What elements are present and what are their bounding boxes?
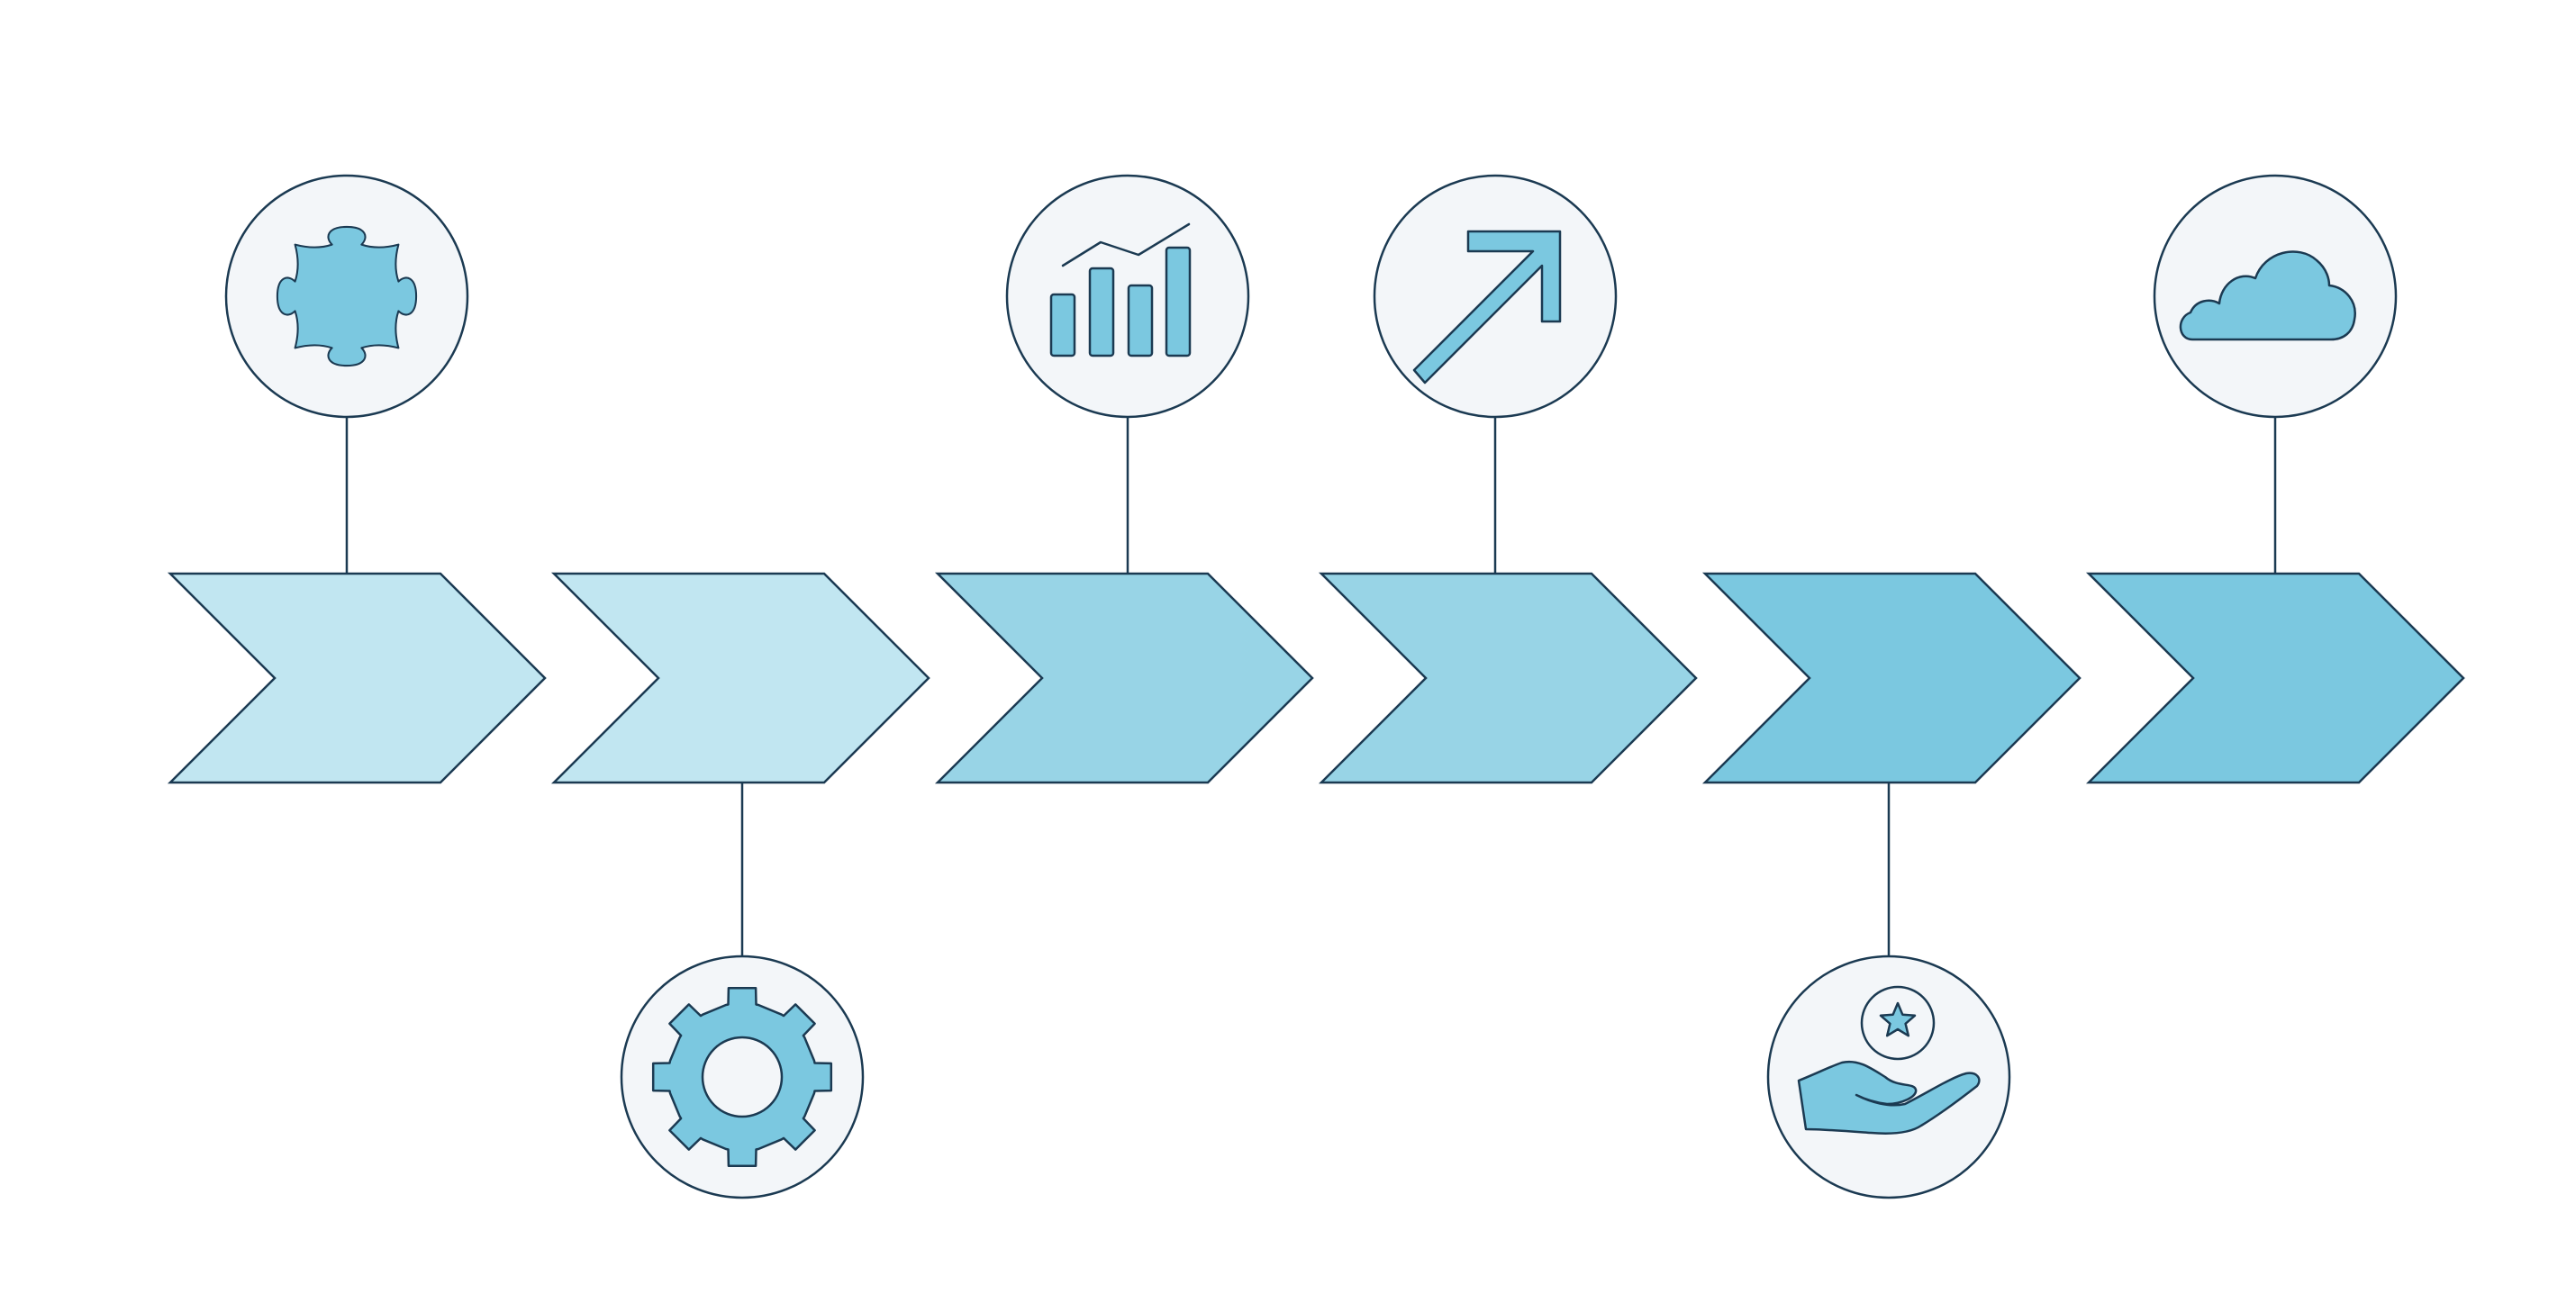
step-1-chevron — [167, 572, 547, 784]
step-2-badge — [620, 955, 865, 1199]
chevron-row — [167, 572, 2465, 784]
gear-icon — [651, 986, 833, 1168]
cloud-icon — [2179, 250, 2356, 341]
arrow-up-right-icon — [1412, 230, 1562, 385]
step-6-badge — [2153, 174, 2398, 419]
connector-lines — [345, 417, 2277, 956]
step-4-chevron — [1318, 572, 1698, 784]
step-6-chevron — [2085, 572, 2465, 784]
icon-badges — [224, 174, 2398, 1199]
step-5-chevron — [1701, 572, 2082, 784]
step-5-badge — [1766, 955, 2011, 1199]
hand-with-star-icon — [1797, 985, 1981, 1135]
step-1-badge — [224, 174, 469, 419]
step-3-badge — [1005, 174, 1250, 419]
step-5-badge-circle — [1766, 955, 2011, 1199]
step-3-chevron — [934, 572, 1314, 784]
puzzle-piece-icon — [276, 225, 418, 367]
step-2-chevron — [550, 572, 930, 784]
step-4-badge — [1373, 174, 1618, 419]
bar-chart-growth-icon — [1049, 222, 1192, 357]
